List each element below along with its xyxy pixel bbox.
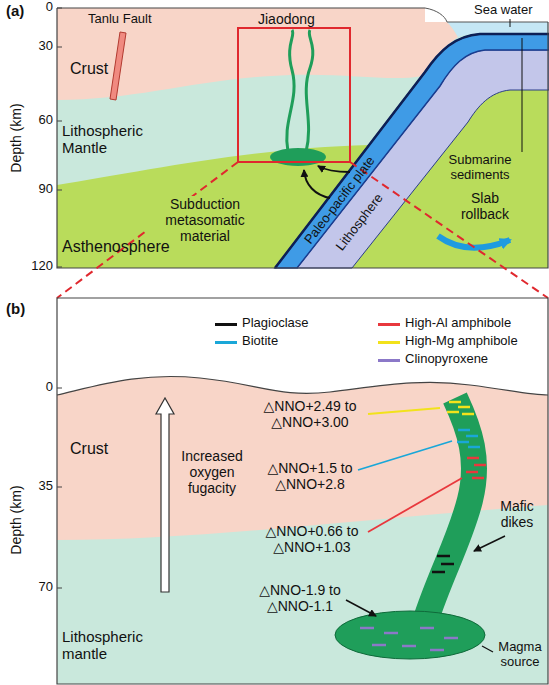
tick-label: 0: [46, 380, 53, 395]
layer-label: Submarine sediments: [446, 153, 514, 183]
legend-text: High-Mg amphibole: [405, 334, 518, 349]
region-label: Jiaodong: [258, 11, 315, 27]
axis-title: Depth (km): [8, 103, 24, 172]
layer-label: Crust: [70, 440, 108, 458]
water-label: Sea water: [474, 3, 533, 18]
fugacity-label: △NNO+2.49 to △NNO+3.00: [248, 398, 373, 430]
legend-swatch: [378, 359, 400, 362]
fugacity-label: △NNO+0.66 to △NNO+1.03: [250, 523, 375, 555]
axis-title: Depth (km): [8, 485, 24, 554]
legend-text: Plagioclase: [242, 316, 309, 331]
tick-label: 60: [39, 113, 53, 128]
tick-label: 120: [31, 259, 53, 274]
layer-label: Lithospheric Mantle: [62, 122, 154, 157]
tick-label: 35: [39, 479, 53, 494]
legend-swatch: [378, 323, 400, 326]
legend-text: Clinopyroxene: [405, 352, 488, 367]
panel-label: (a): [6, 2, 24, 19]
layer-label: Asthenosphere: [62, 238, 170, 256]
legend-swatch: [215, 323, 237, 326]
fault-label: Tanlu Fault: [88, 12, 152, 27]
legend-swatch: [378, 341, 400, 344]
process-label: Slab rollback: [455, 190, 515, 222]
tick-label: 30: [39, 39, 53, 54]
layer-label: Crust: [70, 60, 108, 78]
fugacity-label: △NNO+1.5 to △NNO+2.8: [248, 460, 373, 492]
panel-label: (b): [6, 300, 25, 317]
layer-label: Lithospheric mantle: [62, 628, 162, 663]
dike-label: Mafic dikes: [489, 498, 545, 530]
tick-label: 70: [39, 580, 53, 595]
legend-swatch: [215, 341, 237, 344]
process-label: Subduction metasomatic material: [146, 196, 265, 244]
tick-label: 90: [39, 182, 53, 197]
legend-text: High-Al amphibole: [405, 316, 511, 331]
legend-text: Biotite: [242, 334, 278, 349]
trend-label: Increased oxygen fugacity: [175, 448, 249, 496]
tick-label: 0: [46, 0, 53, 15]
fugacity-label: △NNO-1.9 to △NNO-1.1: [238, 582, 363, 614]
source-label: Magma source: [493, 640, 547, 670]
